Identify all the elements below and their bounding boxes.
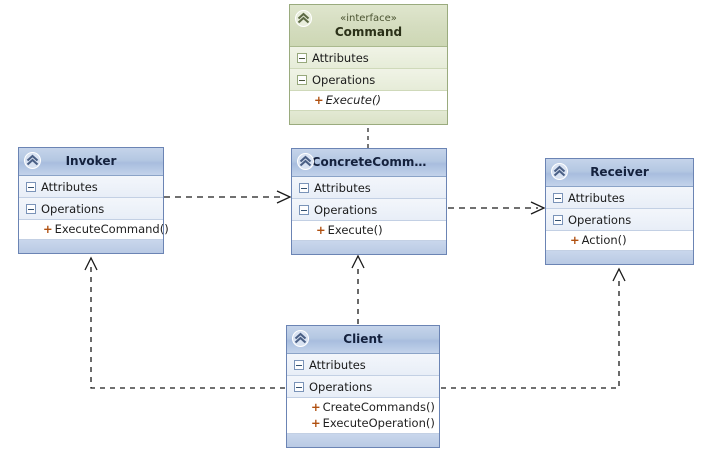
class-box-invoker[interactable]: Invoker Attributes Operations +ExecuteCo…: [18, 147, 169, 254]
member-label: ExecuteOperation(): [322, 416, 435, 430]
member-row[interactable]: +CreateCommands(): [287, 399, 439, 415]
visibility-marker: +: [311, 416, 321, 430]
attributes-label: Attributes: [41, 179, 98, 194]
attributes-compartment-command[interactable]: Attributes: [290, 47, 447, 69]
visibility-marker: +: [311, 400, 321, 414]
class-box-command[interactable]: «interface» Command Attributes Operation…: [289, 4, 448, 125]
attributes-compartment-invoker[interactable]: Attributes: [19, 176, 163, 198]
class-header-client: Client: [287, 326, 439, 354]
operations-compartment-invoker[interactable]: Operations: [19, 198, 163, 220]
visibility-marker: +: [314, 93, 324, 107]
class-name-label: Client: [343, 332, 383, 346]
operations-list-command: +Execute(): [290, 91, 447, 110]
connector-client-to-invoker: [84, 256, 285, 389]
operations-label: Operations: [314, 202, 378, 217]
collapse-chevron-icon[interactable]: [297, 153, 314, 170]
class-header-command: «interface» Command: [290, 5, 447, 47]
member-row[interactable]: +Execute(): [292, 222, 446, 238]
class-name-label: Receiver: [590, 165, 649, 179]
box-footer-strip: [292, 240, 446, 254]
collapse-chevron-icon[interactable]: [24, 152, 41, 169]
class-name-label: Command: [334, 24, 403, 39]
collapse-minus-icon[interactable]: [294, 359, 304, 370]
operations-list-client: +CreateCommands() +ExecuteOperation(): [287, 398, 439, 433]
visibility-marker: +: [43, 222, 53, 236]
box-footer-strip: [546, 250, 693, 264]
member-row[interactable]: +Execute(): [290, 92, 447, 108]
collapse-chevron-icon[interactable]: [551, 163, 568, 180]
operations-compartment-concretecommand[interactable]: Operations: [292, 199, 446, 221]
member-row[interactable]: +ExecuteCommand(): [19, 221, 169, 237]
class-box-client[interactable]: Client Attributes Operations +CreateComm…: [286, 325, 440, 448]
operations-label: Operations: [309, 379, 373, 394]
member-label: CreateCommands(): [322, 400, 435, 414]
collapse-minus-icon[interactable]: [297, 74, 307, 85]
connector-client-to-concretecommand: [351, 254, 365, 324]
operations-compartment-client[interactable]: Operations: [287, 376, 439, 398]
connector-invoker-to-concretecommand: [164, 190, 292, 204]
attributes-label: Attributes: [568, 190, 625, 205]
stereotype-label: «interface»: [340, 12, 397, 24]
collapse-chevron-icon[interactable]: [295, 10, 312, 27]
member-label: Execute(): [325, 93, 381, 107]
operations-list-invoker: +ExecuteCommand(): [19, 220, 169, 239]
attributes-compartment-receiver[interactable]: Attributes: [546, 187, 693, 209]
member-label: Execute(): [327, 223, 383, 237]
operations-compartment-receiver[interactable]: Operations: [546, 209, 693, 231]
member-row[interactable]: +Action(): [546, 232, 693, 248]
attributes-label: Attributes: [309, 357, 366, 372]
connector-concretecommand-to-receiver: [448, 201, 546, 215]
collapse-minus-icon[interactable]: [26, 203, 36, 214]
operations-label: Operations: [568, 212, 632, 227]
class-box-receiver[interactable]: Receiver Attributes Operations +Action(): [545, 158, 694, 265]
operations-list-receiver: +Action(): [546, 231, 693, 250]
class-box-concretecommand[interactable]: ConcreteComm… Attributes Operations +Exe…: [291, 148, 447, 255]
class-header-invoker: Invoker: [19, 148, 163, 176]
class-header-concretecommand: ConcreteComm…: [292, 149, 446, 177]
connector-client-to-receiver: [441, 267, 626, 389]
collapse-minus-icon[interactable]: [297, 52, 307, 63]
collapse-minus-icon[interactable]: [26, 181, 36, 192]
operations-compartment-command[interactable]: Operations: [290, 69, 447, 91]
operations-label: Operations: [41, 201, 105, 216]
attributes-compartment-concretecommand[interactable]: Attributes: [292, 177, 446, 199]
attributes-label: Attributes: [314, 180, 371, 195]
member-label: Action(): [581, 233, 627, 247]
box-footer-strip: [287, 433, 439, 447]
box-footer-strip: [19, 239, 163, 253]
member-label: ExecuteCommand(): [54, 222, 169, 236]
collapse-minus-icon[interactable]: [299, 204, 309, 215]
visibility-marker: +: [316, 223, 326, 237]
class-name-label: ConcreteComm…: [311, 155, 427, 169]
member-row[interactable]: +ExecuteOperation(): [287, 415, 439, 431]
class-name-label: Invoker: [65, 154, 117, 168]
collapse-minus-icon[interactable]: [294, 381, 304, 392]
collapse-minus-icon[interactable]: [299, 182, 309, 193]
box-footer-strip: [290, 110, 447, 124]
operations-list-concretecommand: +Execute(): [292, 221, 446, 240]
collapse-minus-icon[interactable]: [553, 214, 563, 225]
collapse-chevron-icon[interactable]: [292, 330, 309, 347]
attributes-compartment-client[interactable]: Attributes: [287, 354, 439, 376]
operations-label: Operations: [312, 72, 376, 87]
attributes-label: Attributes: [312, 50, 369, 65]
visibility-marker: +: [570, 233, 580, 247]
class-header-receiver: Receiver: [546, 159, 693, 187]
collapse-minus-icon[interactable]: [553, 192, 563, 203]
